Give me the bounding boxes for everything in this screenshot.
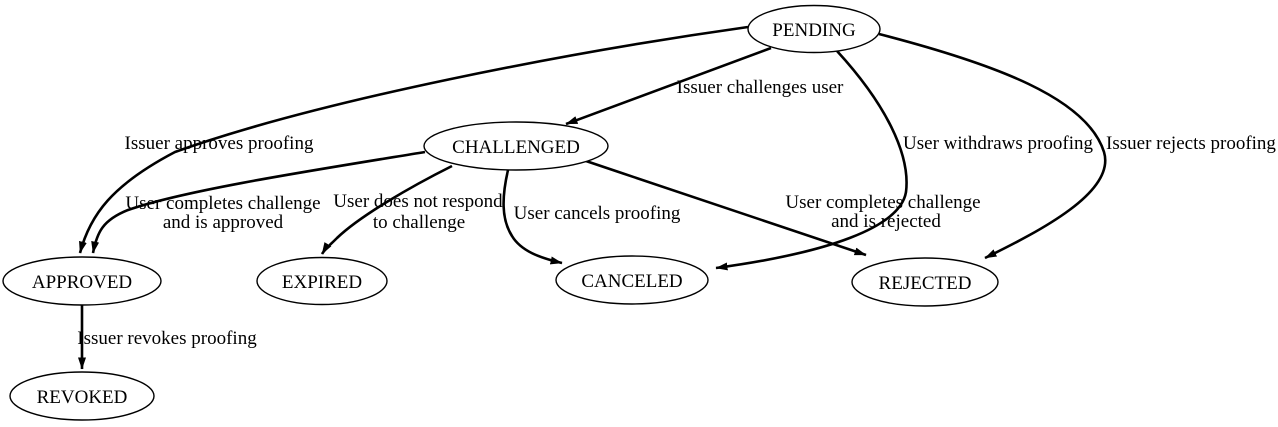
edge-challenged-expired: User does not respond to challenge — [320, 164, 503, 255]
edge-challenged-canceled-path — [502, 169, 563, 265]
edge-pending-rejected-path — [878, 32, 1107, 260]
node-canceled: CANCELED — [555, 255, 709, 305]
edge-pending-canceled: User withdraws proofing — [715, 50, 1093, 271]
edge-label-user-completes-challenge-approved-line1: User completes challenge — [125, 193, 320, 214]
node-approved-ellipse — [2, 256, 162, 306]
edge-challenged-rejected-path — [585, 159, 867, 257]
edge-pending-challenged: Issuer challenges user — [565, 46, 844, 126]
edge-label-issuer-rejects-proofing: Issuer rejects proofing — [1106, 133, 1276, 154]
edge-label-user-completes-challenge-rejected-line2: and is rejected — [831, 211, 941, 232]
node-challenged: CHALLENGED — [423, 121, 609, 171]
edge-label-user-cancels-proofing: User cancels proofing — [514, 203, 681, 224]
node-rejected: REJECTED — [851, 257, 999, 307]
edge-label-user-does-not-respond-line1: User does not respond — [333, 191, 503, 212]
node-canceled-label: CANCELED — [581, 271, 682, 292]
node-pending-ellipse — [747, 4, 881, 54]
edge-challenged-approved-path — [91, 150, 426, 254]
edge-pending-approved: Issuer approves proofing — [78, 25, 749, 254]
edge-pending-approved-path — [78, 25, 749, 254]
edge-challenged-approved: User completes challenge and is approved — [91, 150, 426, 254]
edge-pending-canceled-path — [715, 50, 908, 271]
node-rejected-label: REJECTED — [879, 273, 972, 294]
edge-pending-challenged-path — [565, 46, 772, 126]
edge-approved-revoked: Issuer revokes proofing — [77, 305, 257, 370]
node-revoked: REVOKED — [9, 371, 155, 421]
node-expired-label: EXPIRED — [282, 272, 362, 293]
node-canceled-ellipse — [555, 255, 709, 305]
node-challenged-label: CHALLENGED — [452, 137, 580, 158]
node-pending-label: PENDING — [772, 20, 856, 41]
node-pending: PENDING — [747, 4, 881, 54]
edge-label-user-completes-challenge-rejected-line1: User completes challenge — [785, 192, 980, 213]
edge-label-issuer-approves-proofing: Issuer approves proofing — [125, 133, 314, 154]
node-expired-ellipse — [256, 256, 388, 306]
node-revoked-ellipse — [9, 371, 155, 421]
node-rejected-ellipse — [851, 257, 999, 307]
node-expired: EXPIRED — [256, 256, 388, 306]
node-approved: APPROVED — [2, 256, 162, 306]
edge-label-user-does-not-respond-line2: to challenge — [373, 212, 465, 233]
edge-label-user-completes-challenge-approved-line2: and is approved — [163, 212, 284, 233]
edge-challenged-expired-path — [320, 164, 453, 255]
edge-label-user-withdraws-proofing: User withdraws proofing — [903, 133, 1093, 154]
node-approved-label: APPROVED — [32, 272, 132, 293]
edge-challenged-rejected: User completes challenge and is rejected — [585, 159, 981, 257]
node-challenged-ellipse — [423, 121, 609, 171]
edge-label-issuer-challenges-user: Issuer challenges user — [677, 77, 844, 98]
node-revoked-label: REVOKED — [37, 387, 128, 408]
edge-challenged-canceled: User cancels proofing — [502, 169, 681, 265]
edge-pending-rejected: Issuer rejects proofing — [878, 32, 1276, 260]
edge-label-issuer-revokes-proofing: Issuer revokes proofing — [77, 328, 257, 349]
